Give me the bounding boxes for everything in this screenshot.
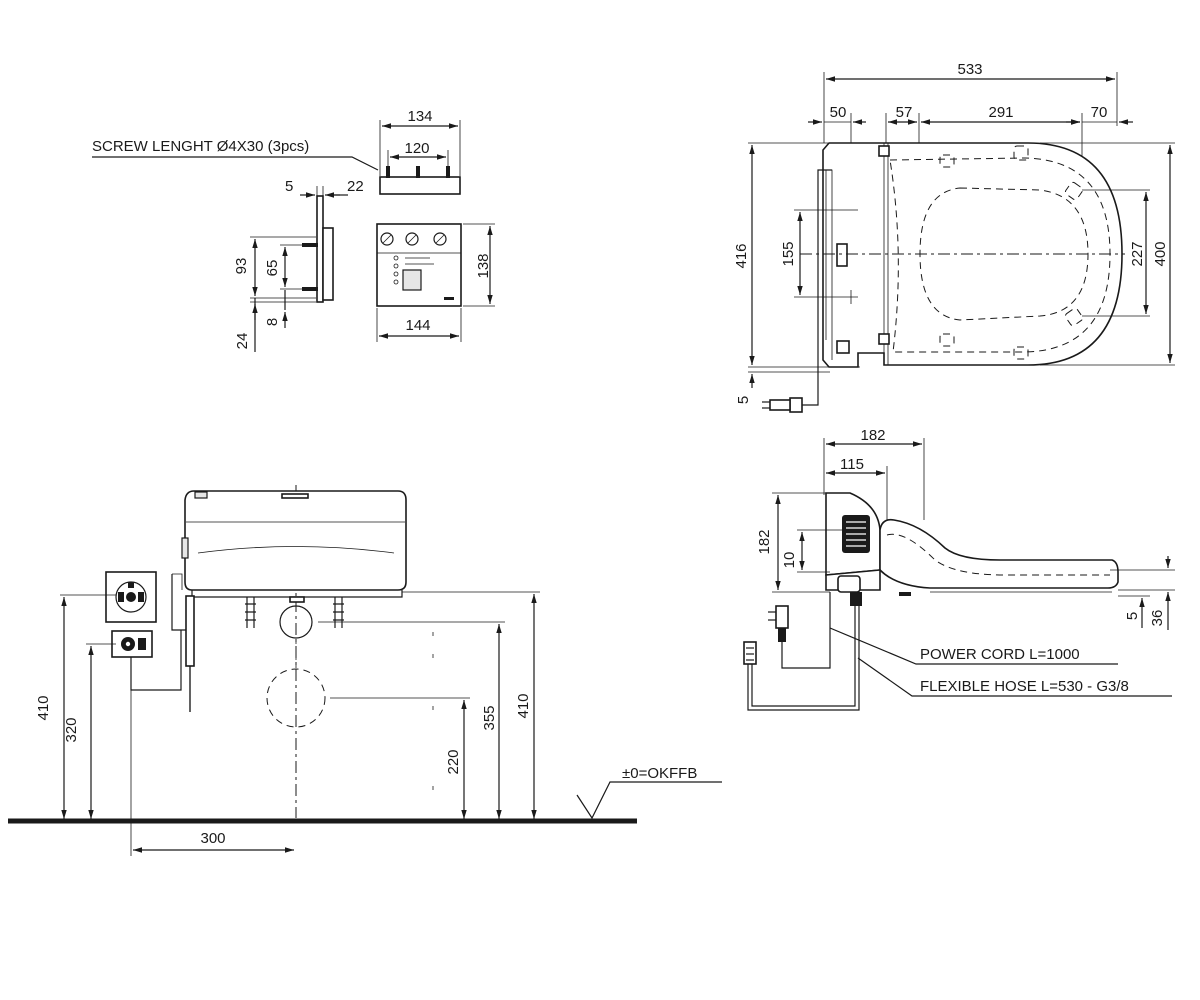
dim-533-label: 533	[957, 61, 982, 78]
power-cord-label: POWER CORD L=1000	[920, 646, 1080, 663]
side-view: 182 115 182 10	[743, 427, 1175, 711]
hose-leader	[857, 657, 1172, 697]
top-power-cord	[800, 169, 832, 406]
dim-416-label: 416	[733, 243, 750, 268]
dim-320-label: 320	[63, 717, 80, 742]
seat-top-outline	[800, 142, 1125, 368]
floor-reference-label: ±0=OKFFB	[622, 765, 697, 782]
power-socket-box	[105, 571, 157, 623]
dim-400-label: 400	[1152, 241, 1169, 266]
dim-355-label: 355	[481, 705, 498, 730]
dim-10-label: 10	[781, 552, 798, 569]
bracket-top-plate	[379, 176, 461, 195]
screw-note-leader	[92, 156, 379, 171]
dim-410-left-label: 410	[35, 695, 52, 720]
front-view: ±0=OKFFB	[8, 485, 722, 856]
waste-outlet-circle	[266, 668, 326, 728]
seat-side-profile	[825, 492, 1119, 596]
seat-front-body	[181, 490, 407, 628]
dim-top-5-label: 5	[735, 396, 752, 404]
dim-50-label: 50	[830, 104, 847, 121]
dim-36-label: 36	[1149, 610, 1166, 627]
dim-182-left-label: 182	[756, 529, 773, 554]
dim-182-top-label: 182	[860, 427, 885, 444]
power-cord-leader	[829, 627, 1118, 665]
dim-8-label: 8	[264, 318, 281, 326]
dim-291-label: 291	[988, 104, 1013, 121]
dim-144-label: 144	[405, 317, 430, 334]
dim-220-label: 220	[445, 749, 462, 774]
screw-note: SCREW LENGHT Ø4X30 (3pcs)	[92, 138, 309, 155]
side-power-cord	[781, 592, 831, 669]
dim-134-label: 134	[407, 108, 432, 125]
floor-reference-symbol	[576, 781, 722, 820]
dim-93-label: 93	[233, 258, 250, 275]
dim-57-label: 57	[896, 104, 913, 121]
bracket-view: SCREW LENGHT Ø4X30 (3pcs) 134 120 5 22	[92, 108, 495, 352]
flexible-hose-label: FLEXIBLE HOSE L=530 - G3/8	[920, 678, 1129, 695]
dim-side-5-label: 5	[1124, 612, 1141, 620]
dim-138-label: 138	[475, 253, 492, 278]
dim-300-label: 300	[200, 830, 225, 847]
upper-connection-circle	[279, 605, 313, 639]
dim-227-label: 227	[1129, 241, 1146, 266]
top-view: 533 50 57 291 70	[733, 61, 1175, 413]
dim-410-right-label: 410	[515, 693, 532, 718]
control-box-front	[376, 223, 462, 307]
dim-70-label: 70	[1091, 104, 1108, 121]
power-cord-plug	[768, 605, 789, 642]
dim-120-label: 120	[404, 140, 429, 157]
dim-65-label: 65	[264, 260, 281, 277]
dim-115-label: 115	[840, 456, 864, 473]
dim-5-label: 5	[285, 178, 293, 195]
water-valve-box	[111, 630, 153, 658]
dim-22-label: 22	[347, 178, 364, 195]
side-hose	[751, 596, 856, 707]
dim-24-label: 24	[234, 333, 251, 350]
bracket-side-profile	[302, 195, 334, 303]
dim-155-label: 155	[780, 241, 797, 266]
